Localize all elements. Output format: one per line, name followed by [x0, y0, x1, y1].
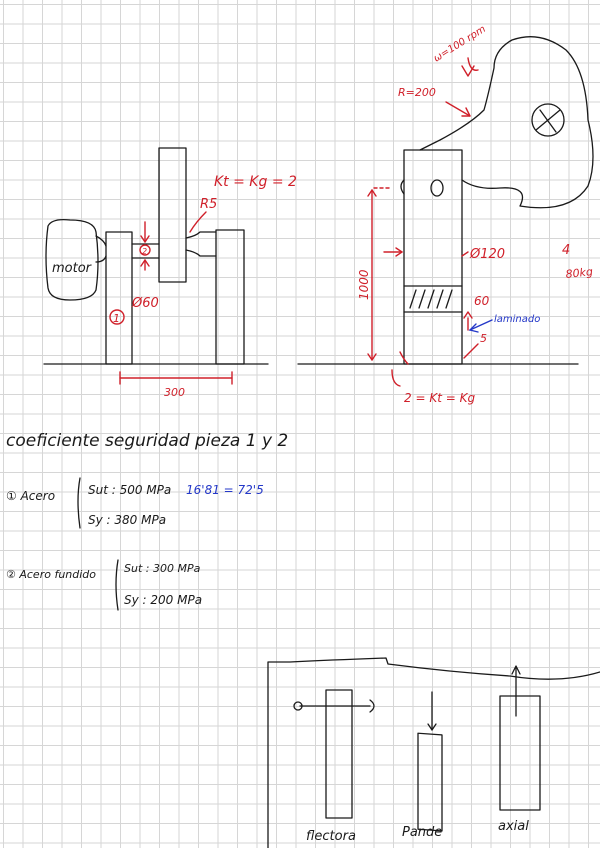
- laminated-hatch: [409, 289, 453, 309]
- svg-text:2: 2: [142, 247, 147, 256]
- stress-factor-label: Kt = Kg = 2: [214, 174, 297, 190]
- load-arrow-label: 4: [562, 243, 570, 258]
- speed-label: ω=100 rpm: [432, 24, 488, 65]
- factor-label: 2 = Kt = Kg: [404, 391, 475, 405]
- left-shaft-sketch: motor 2 Ø60 1 Kt = Kg = 2 R5 300: [43, 147, 297, 399]
- part2-sut: Sut : 300 MPa: [124, 562, 201, 575]
- rotating-disk-outline: [419, 36, 594, 209]
- span-label: 300: [164, 386, 185, 399]
- flexion-label: flectora: [306, 829, 356, 844]
- left-support-2: [215, 229, 245, 365]
- sketch-frame: [267, 657, 600, 848]
- axial-label: axial: [498, 819, 529, 834]
- laminated-note: laminado: [494, 314, 540, 325]
- load-label: 80kg: [565, 265, 594, 281]
- part1-sut: Sut : 500 MPa: [88, 483, 171, 497]
- part2-sy: Sy : 200 MPa: [124, 593, 202, 607]
- radius-label: R=200: [398, 86, 436, 99]
- part2-material: ② Acero fundido: [6, 568, 96, 581]
- load-types-sketch: flectora Pande axial: [267, 657, 600, 848]
- diameter-bottom-label: 60: [474, 294, 490, 308]
- torsion-bar: [417, 732, 443, 832]
- length-label: 1000: [357, 269, 371, 300]
- left-support-1: [105, 231, 133, 365]
- motor-label: motor: [52, 261, 93, 276]
- part-1-number: 1: [113, 312, 120, 325]
- vertical-column: [403, 149, 463, 365]
- notes-block: coeficiente seguridad pieza 1 y 2 ① Acer…: [6, 431, 288, 611]
- part1-material: ① Acero: [6, 489, 55, 503]
- axial-bar: [499, 695, 541, 811]
- pin-hole: [430, 179, 444, 197]
- fillet-label: 5: [480, 332, 487, 345]
- part1-brace: [77, 477, 81, 529]
- diameter-label: Ø60: [131, 296, 159, 311]
- disk-hub: [531, 103, 565, 137]
- fillet-radius-label: R5: [200, 197, 217, 212]
- part1-sy: Sy : 380 MPa: [88, 513, 166, 527]
- motor-box: [45, 218, 99, 301]
- torsion-label: Pande: [402, 825, 442, 840]
- part2-brace: [115, 559, 119, 611]
- notes-title: coeficiente seguridad pieza 1 y 2: [6, 431, 288, 451]
- diameter-top-label: Ø120: [469, 247, 505, 262]
- right-shaft-sketch: ω=100 rpm R=200 1000 Ø120 60 laminado 5 …: [297, 24, 594, 405]
- flexion-bar: [325, 689, 353, 819]
- part-1-marker: [109, 309, 125, 325]
- vertical-arm: [158, 147, 187, 283]
- part1-calc: 16'81 = 72'5: [186, 483, 264, 497]
- part-2-marker: [139, 244, 151, 256]
